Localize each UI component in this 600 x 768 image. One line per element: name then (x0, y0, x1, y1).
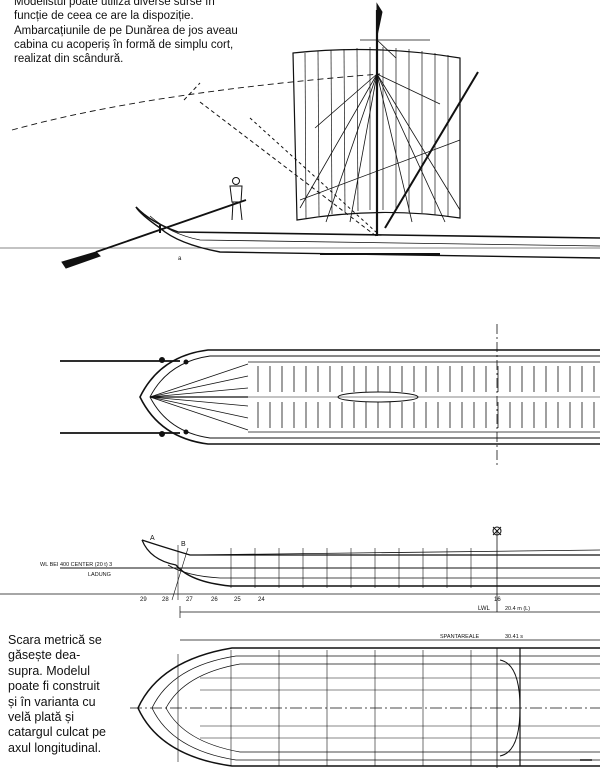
half-breadth-plan (130, 647, 600, 768)
caption-line: catargul culcat pe (8, 725, 106, 740)
label-A: A (150, 535, 155, 542)
hull-bow (135, 206, 161, 229)
ladung-label: LADUNG (88, 572, 111, 578)
intro-line: cabina cu acoperiș în formă de simplu co… (14, 38, 234, 51)
square-sail (292, 48, 461, 221)
tick-29: 29 (140, 597, 147, 603)
helmsman-leg (239, 201, 243, 221)
intro-line: realizat din scândură. (14, 53, 124, 66)
helmsman-leg (231, 201, 234, 221)
caption-line: supra. Modelul (8, 663, 90, 678)
wl-label: WL BEI 400 CENTER (20 t) 3 (40, 562, 112, 568)
spant-value: 30.41 s (505, 634, 523, 640)
tick-28: 28 (162, 597, 169, 603)
lines-profile: A B WL BEI 400 CENTER (20 t) 3 LADUNG 29… (0, 526, 600, 641)
breadth-outline (137, 647, 600, 767)
yard-dash (199, 101, 377, 237)
hull-wale (149, 215, 600, 247)
frame-stations (230, 548, 472, 588)
spant-label: SPANTAREALE (440, 634, 480, 640)
yard-dash (183, 82, 201, 101)
tick-16: 16 (494, 597, 501, 603)
oar-blade (61, 251, 101, 269)
caption-line: Scara metrică se (8, 633, 102, 647)
lwl-label: LWL (478, 606, 491, 612)
waterlines (200, 677, 600, 739)
helmsman-head (232, 177, 240, 185)
sail-cloths (304, 47, 449, 219)
bow-ribs (149, 363, 249, 431)
rigging (299, 39, 479, 229)
label-B: B (181, 541, 186, 548)
yard-arc (11, 73, 381, 131)
tick-27: 27 (186, 597, 193, 603)
intro-line: Ambarcațiunile de pe Dunărea de jos avea… (14, 24, 238, 37)
deck-plan (60, 324, 600, 468)
tick-26: 26 (211, 597, 218, 603)
intro-line: funcție de ceea ce are la dispoziție. (14, 10, 194, 23)
mark-a: a (178, 256, 182, 262)
station-lines (177, 650, 472, 766)
side-elevation: a (0, 2, 600, 269)
hull-sheer (135, 206, 600, 239)
caption-line: găsește dea- (8, 648, 81, 663)
caption-line: velă plată și (8, 710, 75, 725)
caption-line: axul longitudinal. (8, 740, 102, 755)
scale-caption: Scara metrică se găsește dea- supra. Mod… (8, 633, 140, 756)
intro-line: Modelistul poate utiliza diverse surse î… (14, 0, 215, 8)
steering-oar (95, 199, 247, 253)
intro-text: Modelistul poate utiliza diverse surse î… (14, 0, 280, 66)
mast-step (337, 391, 419, 403)
hull-bottom (159, 227, 600, 259)
caption-line: poate fi construit (8, 679, 100, 694)
deck-frames (248, 366, 600, 428)
yard-dash (249, 117, 377, 233)
plan-outline (139, 349, 600, 445)
lwl-value: 20.4 m (L) (505, 606, 530, 612)
pennant (376, 2, 383, 37)
tick-25: 25 (234, 597, 241, 603)
tick-24: 24 (258, 597, 265, 603)
caption-line: și în varianta cu (8, 694, 96, 709)
profile-sheer (141, 539, 600, 556)
helmsman-body (229, 185, 243, 203)
